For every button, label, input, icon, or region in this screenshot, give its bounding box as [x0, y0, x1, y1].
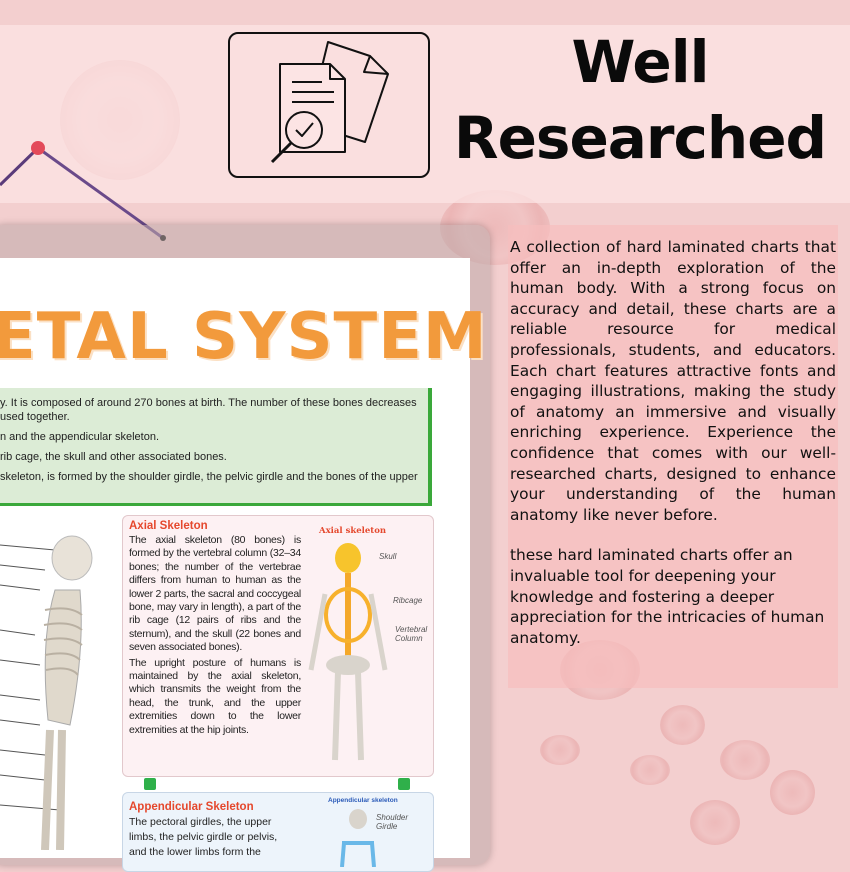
blood-cell-decoration — [690, 800, 740, 845]
appendicular-text: The pectoral girdles, the upper limbs, t… — [129, 816, 278, 858]
intro-line: n and the appendicular skeleton. — [0, 431, 160, 443]
blood-cell-decoration — [720, 740, 770, 780]
appendicular-heading: Appendicular Skeleton — [129, 801, 254, 813]
axial-text-2: The upright posture of humans is maintai… — [129, 656, 301, 736]
chart-title: ETAL SYSTEM — [0, 300, 488, 374]
axial-skeleton-panel: Axial Skeleton The axial skeleton (80 bo… — [122, 515, 434, 777]
heading-line-2: Researched — [453, 104, 827, 172]
heading-line-1: Well — [571, 28, 709, 96]
pin-icon — [31, 141, 45, 155]
hanging-string — [0, 141, 166, 241]
blood-cell-decoration — [630, 755, 670, 785]
vertebral-column-label: Vertebral Column — [395, 625, 428, 643]
axial-text-1: The axial skeleton (80 bones) is formed … — [129, 534, 301, 654]
skeleton-side-illustration — [0, 535, 93, 850]
description-paragraph-2: these hard laminated charts offer an inv… — [510, 546, 825, 647]
axial-figure-title: Axial skeleton — [319, 526, 387, 536]
blood-cell-decoration — [770, 770, 815, 815]
intro-box: y. It is composed of around 270 bones at… — [0, 388, 432, 506]
ribcage-label: Ribcage — [393, 596, 423, 605]
description-box: A collection of hard laminated charts th… — [508, 225, 838, 688]
intro-line: y. It is composed of around 270 bones at… — [0, 397, 417, 409]
skull-label: Skull — [379, 552, 397, 561]
intro-line: skeleton, is formed by the shoulder gird… — [0, 471, 418, 483]
appendicular-figure-title: Appendicular skeleton — [328, 797, 398, 804]
axial-skeleton-illustration — [308, 543, 388, 761]
axial-heading: Axial Skeleton — [129, 520, 208, 532]
appendicular-skeleton-illustration — [340, 809, 376, 867]
intro-line: used together. — [0, 411, 70, 423]
blood-cell-decoration — [540, 735, 580, 765]
blood-cell-decoration — [660, 705, 705, 745]
document-check-icon — [228, 32, 430, 178]
green-marker — [144, 778, 156, 790]
green-marker — [398, 778, 410, 790]
shoulder-girdle-label: Shoulder Girdle — [376, 813, 409, 831]
description-paragraph-1: A collection of hard laminated charts th… — [510, 238, 836, 524]
appendicular-skeleton-panel: Appendicular Skeleton The pectoral girdl… — [122, 792, 434, 872]
intro-line: rib cage, the skull and other associated… — [0, 451, 227, 463]
